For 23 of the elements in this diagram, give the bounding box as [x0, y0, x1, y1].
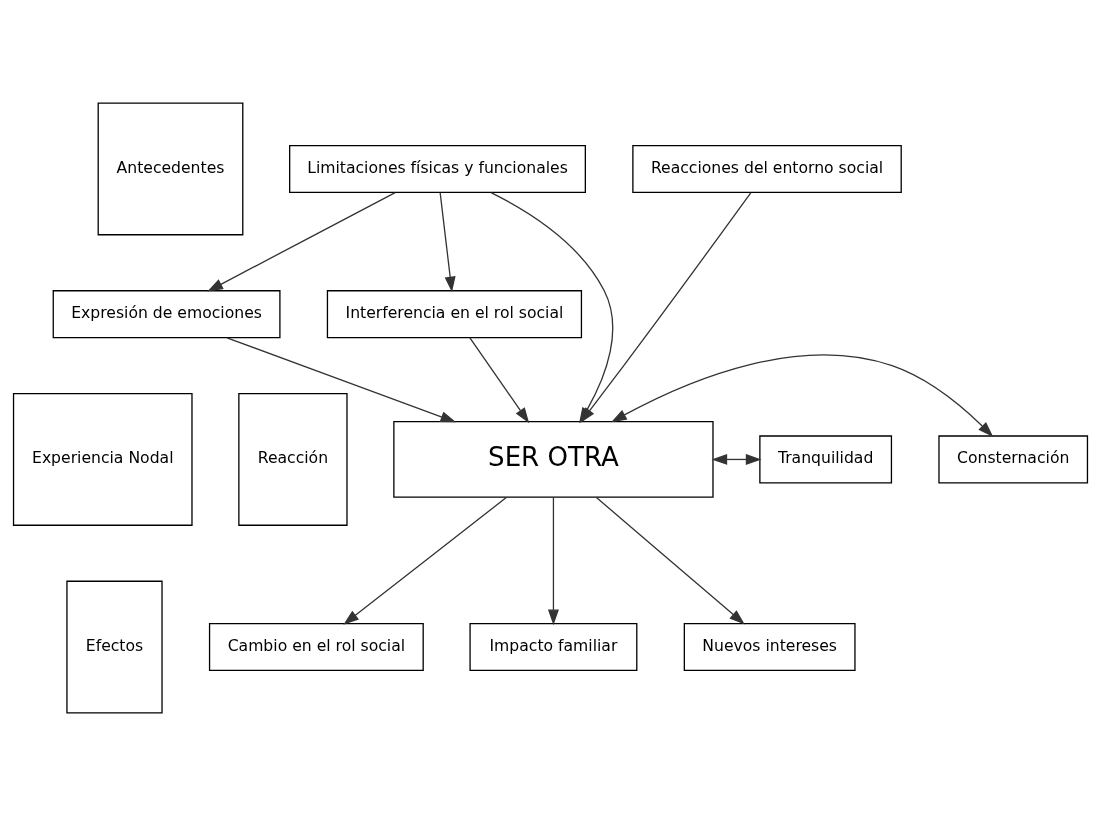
node-box: Limitaciones físicas y funcionales [289, 144, 586, 194]
node-box: Reacción [238, 393, 348, 526]
arrow [711, 453, 762, 465]
node-box: Experiencia Nodal [12, 393, 193, 526]
node-box: Reacciones del entorno social [632, 144, 902, 194]
node-box: Impacto familiar [469, 622, 638, 672]
arrow [547, 496, 559, 626]
arrow [207, 191, 396, 292]
node-box: Cambio en el rol social [208, 622, 424, 672]
arrow [343, 496, 508, 625]
arrow [595, 496, 745, 625]
node-box: Nuevos intereses [683, 622, 856, 672]
node-box: Efectos [66, 580, 163, 714]
arrow [439, 191, 456, 293]
arrow [469, 337, 530, 424]
node-box: Consternación [938, 435, 1089, 484]
node-box: Expresión de emociones [52, 290, 281, 339]
node-box: SER OTRA [393, 421, 714, 498]
arrow [611, 354, 994, 437]
node-box: Tranquilidad [759, 435, 893, 484]
arrow [226, 337, 457, 423]
node-box: Interferencia en el rol social [326, 290, 583, 339]
node-box: Antecedentes [97, 102, 244, 236]
